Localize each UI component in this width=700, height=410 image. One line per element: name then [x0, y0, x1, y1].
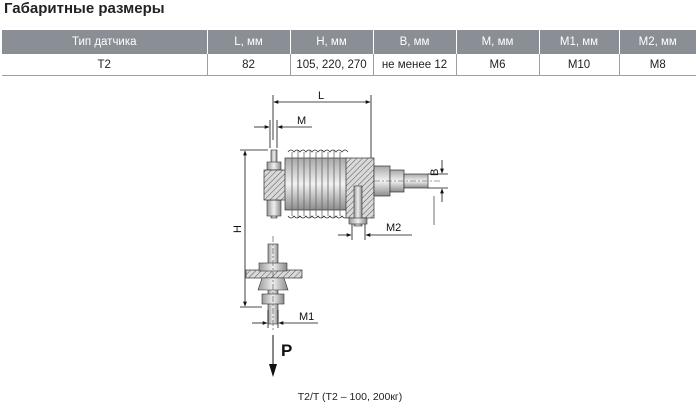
dimension-b: B — [428, 160, 448, 225]
cell-h: 105, 220, 270 — [289, 54, 373, 76]
dimension-m: M — [254, 115, 312, 148]
top-stud — [263, 149, 287, 219]
header-sensor-type: Тип датчика — [2, 30, 207, 54]
header-m2: M2, мм — [618, 30, 696, 54]
dimension-m1: M1 — [252, 310, 318, 328]
table-header-row: Тип датчика L, мм H, мм B, мм M, мм M1, … — [2, 30, 696, 54]
dimension-m2: M2 — [338, 222, 412, 240]
label-b: B — [429, 169, 441, 176]
label-h: H — [232, 225, 244, 233]
label-m: M — [297, 115, 306, 127]
drawing-caption: T2/T (T2 – 100, 200кг) — [297, 391, 403, 403]
dimension-h: H — [232, 149, 268, 308]
header-m1: M1, мм — [538, 30, 619, 54]
label-m1: M1 — [299, 311, 314, 323]
load-direction-arrow: P — [269, 335, 292, 377]
cell-b: не менее 12 — [372, 54, 456, 76]
label-p: P — [281, 341, 292, 360]
dimensions-table: Тип датчика L, мм H, мм B, мм M, мм M1, … — [2, 30, 696, 76]
header-b: B, мм — [372, 30, 456, 54]
mounting-block — [345, 157, 375, 227]
cable-connector — [373, 165, 440, 197]
bellows-body — [284, 149, 349, 219]
table-row: T2 82 105, 220, 270 не менее 12 M6 M10 M… — [2, 54, 696, 76]
header-m: M, мм — [455, 30, 539, 54]
cell-sensor-type: T2 — [2, 54, 207, 76]
dimension-l: L — [272, 90, 372, 160]
cell-m: M6 — [455, 54, 539, 76]
cell-m2: M8 — [618, 54, 696, 76]
lower-stud-assembly — [245, 236, 303, 332]
label-l: L — [318, 90, 324, 102]
section-title: Габаритные размеры — [4, 0, 165, 17]
header-l: L, мм — [206, 30, 290, 54]
cell-m1: M10 — [538, 54, 619, 76]
header-h: H, мм — [289, 30, 373, 54]
label-m2: M2 — [386, 222, 401, 234]
cell-l: 82 — [206, 54, 290, 76]
